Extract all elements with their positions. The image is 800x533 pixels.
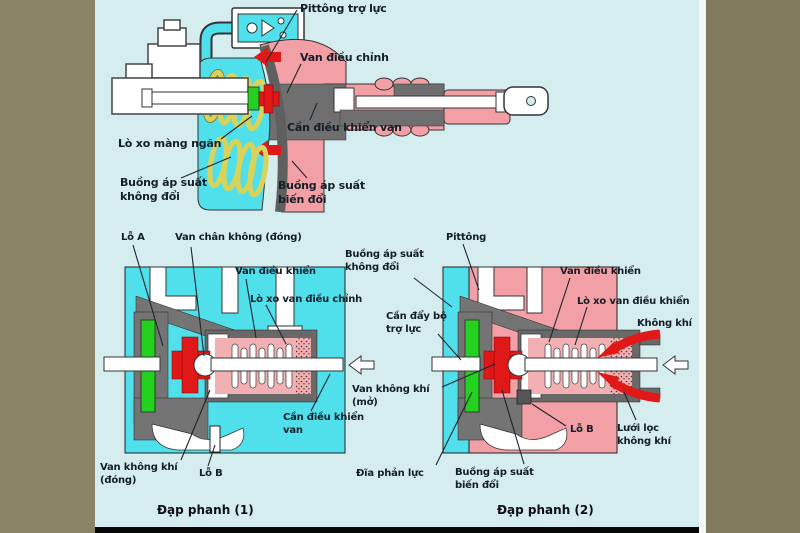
label-van-chan-khong-dong: Van chân không (đóng) — [175, 232, 302, 243]
input-force-arrow-left — [348, 355, 375, 375]
label-lo-xo-van-dieu-khien: Lò xo van điều khiển — [577, 296, 690, 307]
label-luoi-loc-khong-khi: Lưới lọc không khí — [617, 423, 671, 447]
housing-detail — [393, 83, 445, 97]
right-margin-panel — [706, 0, 800, 533]
port-b — [516, 389, 532, 405]
label-dia-phan-luc: Đĩa phản lực — [356, 468, 424, 479]
label-lo-xo-mang-ngan: Lò xo màng ngăn — [118, 137, 222, 150]
input-force-arrow-right — [662, 355, 689, 375]
check-valve — [199, 7, 305, 93]
port-a-passage — [526, 266, 543, 314]
valve-operating-rod — [355, 95, 509, 109]
valve-plunger — [333, 87, 355, 113]
housing-webbing — [479, 423, 568, 451]
valve-operating-rod — [210, 357, 344, 372]
caption-dap-phanh-2: Đạp phanh (2) — [497, 503, 594, 517]
label-lo-xo-van-dieu-chinh: Lò xo van điều chỉnh — [250, 294, 363, 305]
label-lo-a: Lỗ A — [121, 232, 145, 243]
top-booster-diagram — [111, 7, 549, 213]
booster-push-rod — [103, 356, 161, 372]
label-buong-ap-suat-khong-doi-right: Buồng áp suất không đổi — [345, 249, 424, 273]
left-margin-panel — [0, 0, 95, 533]
valve-operating-rod — [524, 357, 658, 372]
leader-lines — [132, 9, 637, 467]
label-can-dieu-khien-van: Cần điều khiển van — [287, 121, 402, 134]
label-pittong: Pittông — [446, 232, 487, 243]
label-van-khong-khi-mo: Van không khí (mở) — [352, 384, 430, 408]
port-b-passage — [209, 425, 221, 453]
label-buong-ap-suat-bien-doi-right: Buồng áp suất biến đổi — [455, 467, 534, 491]
booster-push-rod — [431, 356, 481, 372]
label-van-dieu-khien-left: Van điều khiển — [235, 266, 316, 277]
right-cross-section-diagram — [431, 266, 689, 454]
label-van-dieu-chinh: Van điều chỉnh — [300, 51, 389, 64]
label-can-dieu-khien-van-left: Cần điều khiển van — [283, 412, 364, 436]
reaction-disc — [247, 86, 260, 111]
vacuum-arrow-upper — [254, 47, 281, 67]
control-valve — [258, 84, 280, 114]
label-buong-ap-suat-bien-doi-top: Buồng áp suất biến đổi — [278, 179, 365, 206]
label-can-day-bo-tro-luc: Cần đẩy bộ trợ lực — [386, 311, 447, 335]
caption-dap-phanh-1: Đạp phanh (1) — [157, 503, 254, 517]
diaphragm — [259, 44, 288, 213]
housing-detail — [339, 109, 445, 127]
air-flow-arrow-top — [597, 329, 661, 358]
vacuum-arrow-lower — [254, 140, 281, 160]
label-khong-khi: Không khí — [637, 318, 692, 329]
port-a-passage — [221, 266, 239, 314]
label-buong-ap-suat-khong-doi-top: Buồng áp suất không đổi — [120, 176, 207, 203]
right-white-strip — [699, 0, 706, 533]
label-van-khong-khi-dong: Van không khí (đóng) — [100, 462, 178, 486]
clevis-hole — [526, 96, 536, 106]
input-rod — [149, 91, 263, 105]
label-van-dieu-khien-right: Van điều khiển — [560, 266, 641, 277]
air-flow-arrow-bottom — [597, 372, 661, 403]
bottom-black-bar — [95, 527, 699, 533]
left-cross-section-diagram — [103, 266, 375, 454]
label-lo-b-right: Lỗ B — [570, 424, 594, 435]
label-lo-b-left: Lỗ B — [199, 468, 223, 479]
housing-webbing — [151, 423, 245, 451]
label-pittong-tro-luc: Pittông trợ lực — [300, 2, 387, 15]
input-rod-bolt — [141, 88, 153, 108]
